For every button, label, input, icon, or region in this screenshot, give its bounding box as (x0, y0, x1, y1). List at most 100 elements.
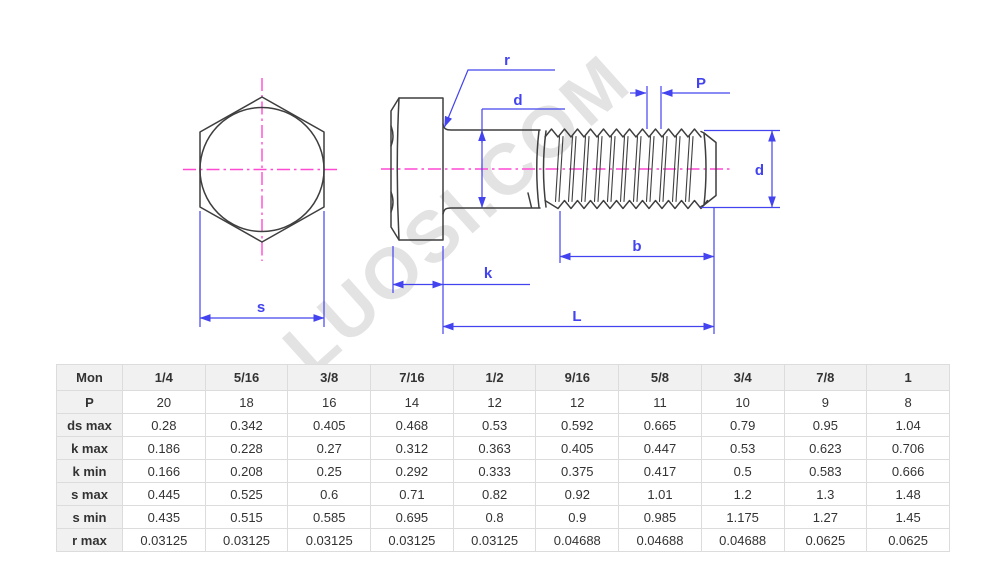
table-value-cell: 1.01 (618, 482, 702, 506)
table-value-cell: 0.6 (287, 482, 372, 506)
thread-flank-lines (554, 135, 694, 203)
table-value-cell: 0.03125 (122, 528, 206, 552)
col-header-cell: 9/16 (535, 364, 620, 391)
table-value-cell: 0.525 (204, 482, 289, 506)
table-value-cell: 0.363 (452, 436, 537, 460)
table-value-cell: 0.03125 (370, 528, 454, 552)
table-value-cell: 0.666 (866, 459, 950, 483)
table-value-cell: 1.04 (866, 413, 950, 437)
dim-label-b: b (632, 238, 641, 255)
col-header-cell: 7/16 (370, 364, 454, 391)
table-value-cell: 0.208 (204, 459, 289, 483)
col-header-cell: 1/4 (122, 364, 206, 391)
table-value-cell: 0.665 (618, 413, 702, 437)
table-value-cell: 12 (452, 390, 537, 414)
hex-head-outline (199, 96, 325, 243)
table-value-cell: 0.25 (287, 459, 372, 483)
dim-d-shank (478, 108, 565, 208)
table-value-cell: 0.0625 (783, 528, 868, 552)
side-view (390, 97, 717, 241)
corner-header-cell: Mon (56, 364, 123, 391)
table-value-cell: 0.375 (535, 459, 620, 483)
col-header-cell: 5/16 (204, 364, 289, 391)
dim-label-r: r (504, 52, 510, 69)
col-header-cell: 1/2 (452, 364, 537, 391)
table-value-cell: 0.03125 (287, 528, 372, 552)
table-value-cell: 1.45 (866, 505, 950, 529)
dim-label-d-end: d (755, 162, 764, 179)
table-value-cell: 1.175 (700, 505, 785, 529)
dim-l (442, 208, 715, 334)
dim-label-p: P (696, 75, 706, 92)
row-label-cell: r max (56, 528, 123, 552)
table-value-cell: 12 (535, 390, 620, 414)
dim-b (559, 211, 715, 263)
dim-label-d-shank: d (513, 92, 522, 109)
inscribed-circle (199, 106, 325, 233)
table-value-cell: 0.28 (122, 413, 206, 437)
table-value-cell: 0.445 (122, 482, 206, 506)
dim-label-k: k (484, 265, 493, 282)
table-value-cell: 0.0625 (866, 528, 950, 552)
table-value-cell: 0.166 (122, 459, 206, 483)
table-value-cell: 0.405 (535, 436, 620, 460)
dim-s (199, 211, 325, 327)
table-value-cell: 0.447 (618, 436, 702, 460)
dim-r-leader (443, 69, 555, 128)
front-view (199, 96, 325, 243)
dimension-labels: r d P d b k L s (257, 52, 764, 325)
tip-chamfer-curve (703, 132, 707, 206)
shank-top-line (442, 123, 541, 131)
table-value-cell: 0.5 (700, 459, 785, 483)
table-value-cell: 20 (122, 390, 206, 414)
table-value-cell: 0.435 (122, 505, 206, 529)
table-value-cell: 18 (204, 390, 289, 414)
table-value-cell: 0.79 (700, 413, 785, 437)
centerlines (183, 78, 733, 261)
table-value-cell: 0.8 (452, 505, 537, 529)
table-value-cell: 0.312 (370, 436, 454, 460)
col-header-cell: 5/8 (618, 364, 702, 391)
table-value-cell: 0.623 (783, 436, 868, 460)
table-value-cell: 0.71 (370, 482, 454, 506)
table-value-cell: 0.53 (452, 413, 537, 437)
table-value-cell: 10 (700, 390, 785, 414)
table-value-cell: 0.04688 (618, 528, 702, 552)
table-value-cell: 0.405 (287, 413, 372, 437)
table-value-cell: 0.292 (370, 459, 454, 483)
bolt-diagram: r d P d b k L s (183, 52, 780, 334)
table-value-cell: 0.985 (618, 505, 702, 529)
table-value-cell: 0.9 (535, 505, 620, 529)
table-value-cell: 0.333 (452, 459, 537, 483)
shank-bottom-line (442, 207, 541, 215)
table-value-cell: 16 (287, 390, 372, 414)
table-value-cell: 14 (370, 390, 454, 414)
table-value-cell: 0.228 (204, 436, 289, 460)
table-value-cell: 0.27 (287, 436, 372, 460)
dim-d-end (701, 129, 780, 209)
dimensions (199, 69, 780, 334)
table-value-cell: 0.468 (370, 413, 454, 437)
table-value-cell: 0.695 (370, 505, 454, 529)
table-value-cell: 0.342 (204, 413, 289, 437)
dim-p (630, 86, 730, 129)
table-value-cell: 0.04688 (535, 528, 620, 552)
thread-profile (544, 128, 709, 210)
row-label-cell: ds max (56, 413, 123, 437)
table-value-cell: 9 (783, 390, 868, 414)
table-value-cell: 0.583 (783, 459, 868, 483)
col-header-cell: 1 (866, 364, 950, 391)
row-label-cell: s max (56, 482, 123, 506)
table-value-cell: 1.3 (783, 482, 868, 506)
table-value-cell: 0.04688 (700, 528, 785, 552)
table-value-cell: 0.592 (535, 413, 620, 437)
table-value-cell: 0.53 (700, 436, 785, 460)
row-label-cell: s min (56, 505, 123, 529)
dim-label-s: s (257, 299, 265, 316)
